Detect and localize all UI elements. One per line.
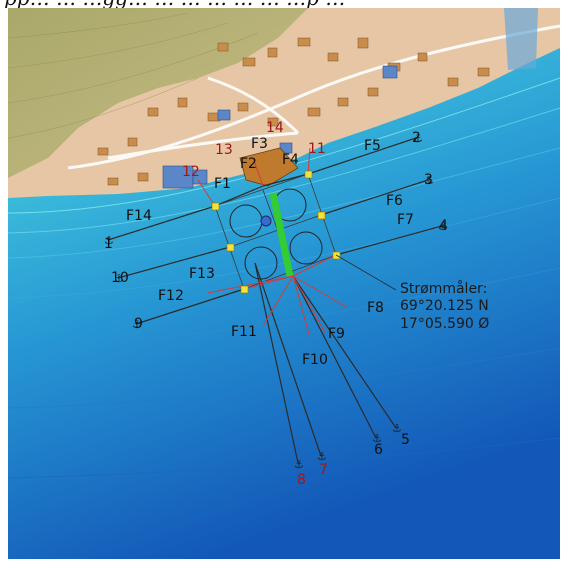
anchor-icon: ⚓ xyxy=(114,272,124,285)
industrial-buildings xyxy=(162,65,398,189)
anchor-icon: ⚓ xyxy=(104,234,114,247)
bridle-lines xyxy=(197,147,349,339)
current-meter-leader xyxy=(335,254,397,291)
anchor-label-10: 10 xyxy=(111,270,129,286)
anchor-label-4: 4 xyxy=(439,218,448,234)
anchor-icon: ⚓ xyxy=(438,220,448,233)
label-F9: F9 xyxy=(328,326,345,342)
anchor-number-labels: 1 2 3 4 5 6 7 8 9 10 11 12 13 14 xyxy=(104,120,448,488)
anchor-label-14: 14 xyxy=(266,120,284,136)
anchor-label-11: 11 xyxy=(308,141,326,157)
label-F3: F3 xyxy=(251,136,268,152)
roads xyxy=(67,24,560,170)
buildings xyxy=(97,37,490,186)
label-F14: F14 xyxy=(126,208,152,224)
anchor-icon: ⚓ xyxy=(132,318,142,331)
figure-caption: pp… … …gg… … … … … … …p … xyxy=(4,0,564,8)
anchor-icon: ⚓ xyxy=(372,432,382,445)
current-meter-longitude: 17°05.590 Ø xyxy=(400,316,489,332)
anchor-label-5: 5 xyxy=(401,432,410,448)
label-F10: F10 xyxy=(302,352,328,368)
label-F4: F4 xyxy=(282,152,299,168)
anchor-icon: ⚓ xyxy=(317,450,327,463)
mooring-labels: F1 F2 F3 F4 F5 F6 F7 F8 F9 F10 F11 F12 F… xyxy=(126,136,414,368)
anchor-label-12: 12 xyxy=(182,164,200,180)
anchor-label-1: 1 xyxy=(104,236,113,252)
quay-structure xyxy=(239,147,299,187)
label-F8: F8 xyxy=(367,300,384,316)
label-F6: F6 xyxy=(386,193,403,209)
anchor-label-8: 8 xyxy=(297,472,306,488)
label-F11: F11 xyxy=(231,324,257,340)
current-meter-annotation: Strømmåler: 69°20.125 N 17°05.590 Ø xyxy=(400,280,489,332)
anchor-icon: ⚓ xyxy=(413,132,423,145)
harbour-basin xyxy=(504,8,538,70)
label-F2: F2 xyxy=(240,156,257,172)
anchor-label-9: 9 xyxy=(134,316,143,332)
current-meter-label: Strømmåler: xyxy=(400,280,487,297)
anchor-icon: ⚓ xyxy=(424,174,434,187)
label-F5: F5 xyxy=(364,138,381,154)
anchor-label-6: 6 xyxy=(374,442,383,458)
feed-barge xyxy=(269,192,294,277)
mooring-lines xyxy=(107,137,443,464)
anchor-icon: ⚓ xyxy=(294,458,304,471)
anchors: ⚓ ⚓ ⚓ ⚓ ⚓ ⚓ ⚓ ⚓ ⚓ ⚓ xyxy=(104,132,448,471)
anchor-icon: ⚓ xyxy=(392,422,402,435)
label-F1: F1 xyxy=(214,176,231,192)
label-F7: F7 xyxy=(397,212,414,228)
mooring-map: ⚓ ⚓ ⚓ ⚓ ⚓ ⚓ ⚓ ⚓ ⚓ ⚓ F1 F2 F3 F4 F5 F6 F7… xyxy=(8,8,560,559)
anchor-label-2: 2 xyxy=(412,130,421,146)
anchor-label-7: 7 xyxy=(319,462,328,478)
anchor-label-3: 3 xyxy=(424,172,433,188)
label-F12: F12 xyxy=(158,288,184,304)
current-meter-latitude: 69°20.125 N xyxy=(400,298,489,314)
current-meter-marker xyxy=(260,215,272,227)
anchor-label-13: 13 xyxy=(215,142,233,158)
hillside-area xyxy=(8,8,308,178)
label-F13: F13 xyxy=(189,266,215,282)
mooring-map-svg: ⚓ ⚓ ⚓ ⚓ ⚓ ⚓ ⚓ ⚓ ⚓ ⚓ F1 F2 F3 F4 F5 F6 F7… xyxy=(8,8,560,559)
